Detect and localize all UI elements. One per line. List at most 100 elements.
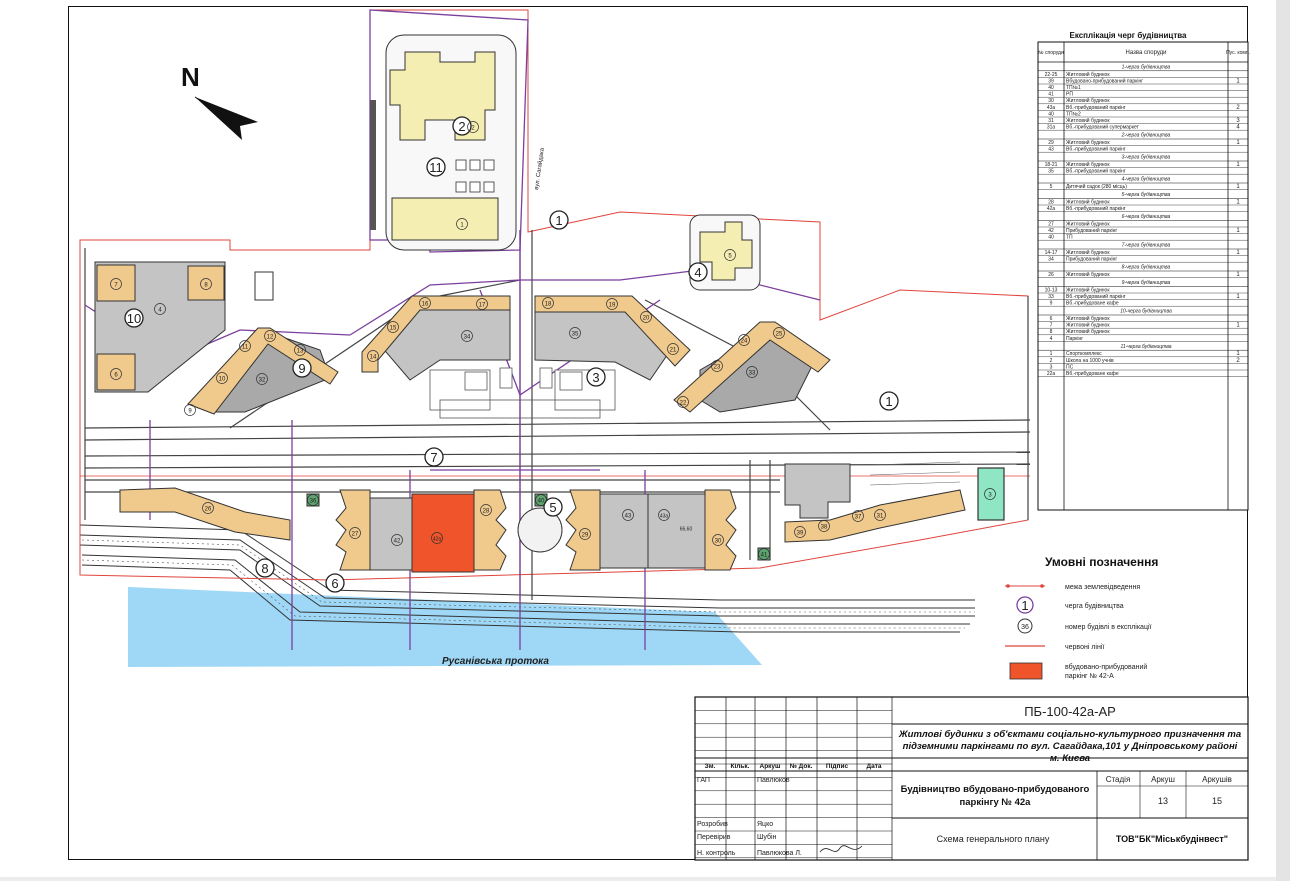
project-name: Житлові будинки з об'єктами соціально-ку… [898,729,1241,764]
building-number: 13 [297,349,304,355]
queue-marker-7: 7 [424,447,444,467]
building-number: 9 [188,409,192,415]
building-marker-10: 10 [216,372,228,384]
building-marker-16: 16 [419,297,431,309]
building-marker-8: 8 [200,278,212,290]
cell-name: Вб.-прибудоване кафе [1066,301,1119,307]
north-arrow: N [181,62,258,140]
street-label: вул. Сагайдака [533,147,546,190]
cell-name: Житловий будинок [1066,117,1110,124]
building-marker-6: 6 [110,368,122,380]
cell-name: Дитячий садок (280 місць) [1066,183,1127,190]
queue-number: 7 [430,450,437,465]
legend-label: межа землевідведення [1065,583,1140,591]
cell-name: Житловий будинок [1066,328,1110,335]
building-number: 38 [821,525,828,531]
building-6 [96,353,136,391]
building-marker-26: 26 [202,502,214,514]
building-43a [647,493,709,569]
queue-number: 2 [458,119,465,134]
cell-comp: 1 [1236,78,1240,84]
building-number: 24 [741,339,748,345]
building-number: 32 [259,378,266,384]
building-number: 1 [460,223,464,229]
group-title: 1-черга будівництва [1122,65,1171,71]
building-marker-43: 43 [622,509,634,521]
signature [819,845,863,853]
queue-marker-8: 8 [255,558,275,578]
building-number: 18 [545,302,552,308]
cell-no: 34 [1048,257,1054,263]
table-header: Пус. комп. [1226,50,1250,56]
building-number: 2 [471,126,475,132]
building-3 [977,467,1005,521]
cell-no: 2 [1050,358,1053,364]
building-number: 12 [267,335,274,341]
cell-name: ТП№1 [1066,85,1081,91]
building-number: 42a [433,537,442,543]
group-title: 9-черга будівництва [1122,280,1171,286]
cell-no: 18-21 [1045,162,1058,168]
queue-marker-11: 11 [426,157,446,177]
legend-label: червоні лінії [1065,643,1104,651]
building-number: 40 [538,499,545,505]
building-marker-9: 9 [184,404,196,416]
group-title: 11-черга будівництва [1120,344,1171,350]
group-title: 7-черга будівництва [1122,243,1171,249]
queue-number: 6 [331,576,338,591]
water-label: Русанівська протока [442,656,549,667]
building-number: 4 [158,308,162,314]
building-43 [599,493,649,569]
building-marker-35: 35 [569,327,581,339]
cell-name: Школа на 1000 учнів [1066,358,1114,364]
queue-marker-3: 3 [586,367,606,387]
cell-no: 14-17 [1045,250,1058,256]
cell-no: 8 [1050,329,1053,335]
building-marker-39: 39 [794,526,806,538]
table-title: Експлікація черг будівництва [1070,31,1188,40]
signer-name: Шубін [757,833,777,841]
building-36 [306,493,320,507]
building-marker-14: 14 [367,350,379,362]
signer-role: ГАП [697,777,710,784]
cell-name: Паркінг [1066,336,1083,342]
table-row: 8 Житловий будинок [1038,328,1248,335]
queue-number: 10 [127,311,141,326]
cell-no: 40 [1048,235,1054,241]
building-number: 28 [483,509,490,515]
queue-number: 3 [592,370,599,385]
cell-name: ТП [1066,235,1073,241]
sheet-name: Схема генерального плану [937,834,1050,844]
building-number: 36 [310,499,317,505]
building-number: 21 [670,348,677,354]
building-marker-36: 36 [307,494,319,506]
building-number: 43a [660,514,669,520]
school-small-blocks [455,159,495,193]
cell-no: 27 [1048,221,1054,227]
cell-no: 22а [1047,371,1056,377]
cell-name: Житловий будинок [1066,271,1110,278]
building-41 [757,547,771,561]
queue-number: 4 [694,265,701,280]
cell-comp: 1 [1236,351,1240,357]
queue-number: 1 [555,213,562,228]
cell-name: Вб.-прибудований паркінг [1066,146,1126,153]
cell-comp: 1 [1236,199,1240,205]
building-marker-38: 38 [818,520,830,532]
building-29 [565,489,601,571]
vertical-scrollbar[interactable] [1276,0,1290,881]
signer-name: Павлюкова Л. [757,850,802,857]
